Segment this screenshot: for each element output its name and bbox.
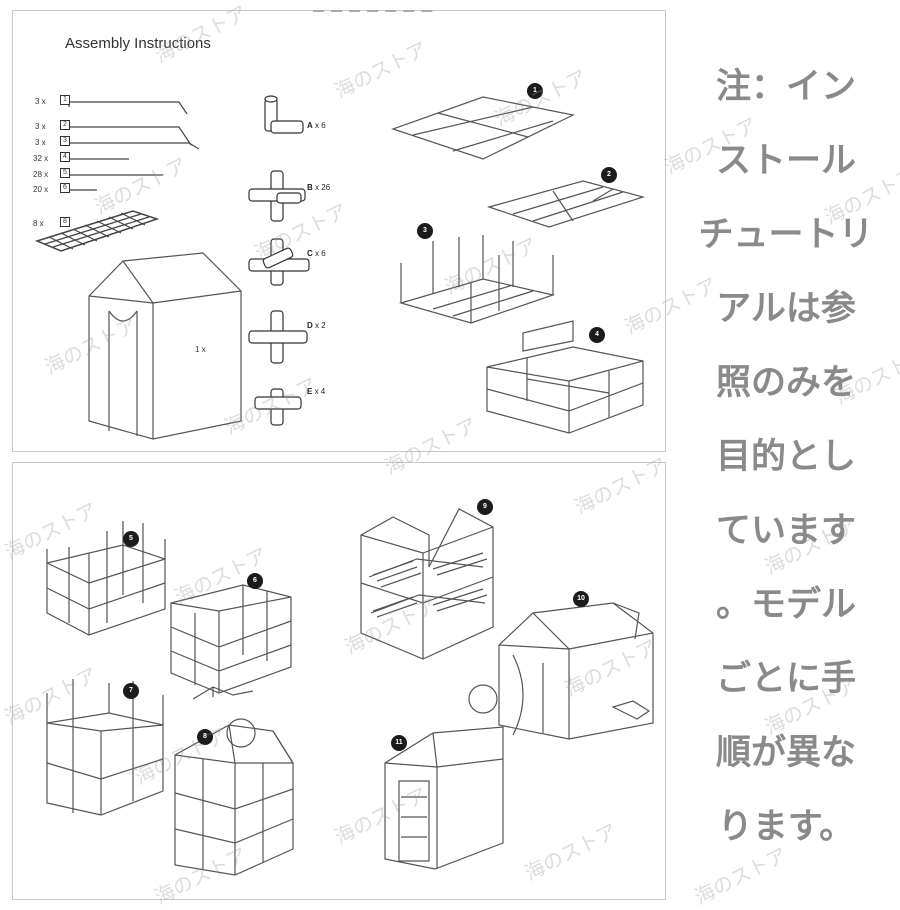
part-id: 8 xyxy=(60,217,70,227)
part-qty: 28 x xyxy=(33,170,49,179)
note-line: 順が異な xyxy=(715,733,856,773)
connector-label: A x 6 xyxy=(307,121,326,130)
step3-base-frame xyxy=(398,235,556,324)
page-title: Assembly Instructions xyxy=(65,35,211,52)
step9-shelves-frame xyxy=(360,508,494,660)
step-badge: 3 xyxy=(417,223,433,239)
step10-cover xyxy=(468,602,654,740)
step-badge: 6 xyxy=(247,573,263,589)
note-line: チュートリ xyxy=(698,215,874,255)
step6-frame xyxy=(170,584,292,694)
part-qty: 3 x xyxy=(35,97,46,106)
part-id: 5 xyxy=(60,168,70,178)
step-badge: 2 xyxy=(601,167,617,183)
step11-greenhouse xyxy=(384,726,504,870)
connector-label: B x 26 xyxy=(307,183,330,192)
part-qty: 3 x xyxy=(35,122,46,131)
connector-qty: x 26 xyxy=(315,183,331,192)
note-line: 照のみを xyxy=(715,363,856,403)
part-id: 3 xyxy=(60,136,70,146)
part-qty: 32 x xyxy=(33,154,49,163)
step-badge: 7 xyxy=(123,683,139,699)
step8-frame xyxy=(174,686,294,876)
connector-qty: x 2 xyxy=(315,321,326,330)
part-id: 4 xyxy=(60,152,70,162)
disclaimer-note: 注：イン ストール チュートリ アルは参 照のみを 目的とし ています 。モデル… xyxy=(676,50,896,864)
step-badge: 4 xyxy=(589,327,605,343)
connector-letter: A xyxy=(307,121,313,130)
part-qty: 3 x xyxy=(35,138,46,147)
step4-frame-grid xyxy=(486,320,644,434)
note-line: アルは参 xyxy=(716,289,856,329)
step7-frame xyxy=(46,679,164,816)
cover-illustration xyxy=(88,252,242,440)
step-badge: 9 xyxy=(477,499,493,515)
assembly-steps-panel: 5 6 7 8 9 10 11 xyxy=(12,462,666,900)
part-qty: 8 x xyxy=(33,219,44,228)
step-badge: 1 xyxy=(527,83,543,99)
connector-label: E x 4 xyxy=(307,387,325,396)
connector-label: C x 6 xyxy=(307,249,326,258)
connector-label: D x 2 xyxy=(307,321,326,330)
part-qty: 20 x xyxy=(33,185,49,194)
cover-qty: 1 x xyxy=(195,345,206,354)
note-line: ストール xyxy=(715,141,856,181)
connector-letter: E xyxy=(307,387,313,396)
note-line: 注：イン xyxy=(715,67,856,107)
part-id: 2 xyxy=(60,120,70,130)
connector-qty: x 6 xyxy=(315,121,326,130)
connector-letter: B xyxy=(307,183,313,192)
header-cut-text: — — — — — — — xyxy=(313,5,435,17)
shelf-grid xyxy=(34,210,160,252)
step2-flat-frame xyxy=(486,180,646,228)
parts-list-panel: — — — — — — — Assembly Instructions xyxy=(12,5,666,452)
note-line: ります。 xyxy=(717,807,855,847)
connector-qty: x 6 xyxy=(315,249,326,258)
part-id: 1 xyxy=(60,95,70,105)
step-badge: 8 xyxy=(197,729,213,745)
step-badge: 10 xyxy=(573,591,589,607)
note-line: ています xyxy=(715,511,856,551)
step5-frame xyxy=(46,521,166,636)
note-line: ごとに手 xyxy=(715,659,856,699)
connector-letter: D xyxy=(307,321,313,330)
note-line: 目的とし xyxy=(715,437,856,477)
step-badge: 5 xyxy=(123,531,139,547)
part-id: 6 xyxy=(60,183,70,193)
step1-roof-frame xyxy=(391,96,575,160)
connectors xyxy=(248,95,310,426)
note-line: 。モデル xyxy=(715,585,856,625)
connector-letter: C xyxy=(307,249,313,258)
parts-illustration xyxy=(34,95,646,440)
connector-qty: x 4 xyxy=(314,387,326,396)
steps-illustration xyxy=(46,508,654,876)
step-badge: 11 xyxy=(391,735,407,751)
